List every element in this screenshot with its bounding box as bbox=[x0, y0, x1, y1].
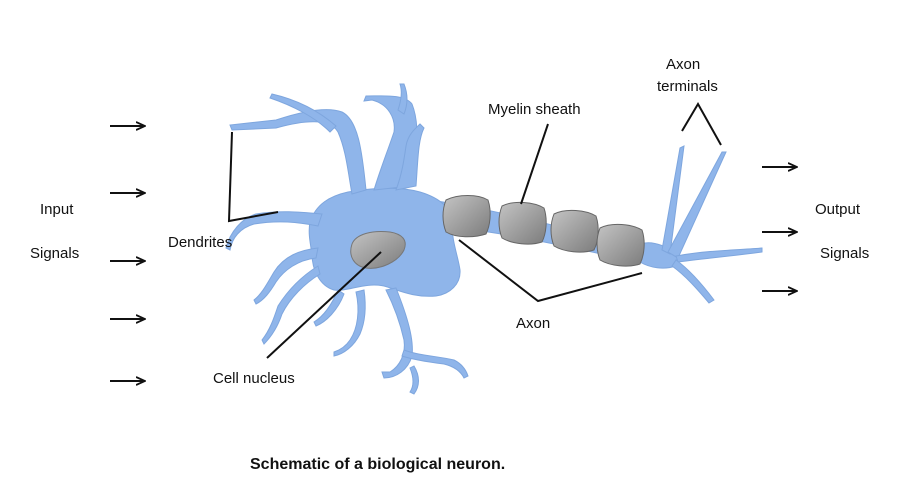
myelin-segment bbox=[596, 223, 645, 267]
axon-terminals-label-line2: terminals bbox=[657, 78, 718, 95]
myelin-sheath bbox=[442, 195, 645, 267]
dendrites-leader-line bbox=[227, 131, 279, 223]
dendrite bbox=[313, 289, 345, 327]
output-label: Output bbox=[815, 201, 861, 218]
input-arrows bbox=[110, 126, 145, 381]
myelin-sheath-label: Myelin sheath bbox=[488, 101, 581, 118]
axon-terminal-branch bbox=[661, 145, 685, 255]
output-arrows bbox=[762, 167, 797, 291]
myelin-segment bbox=[442, 195, 491, 238]
dendrite bbox=[381, 287, 413, 379]
axon-terminal-branch bbox=[675, 247, 763, 263]
dendrite bbox=[261, 265, 321, 345]
myelin-segment bbox=[498, 201, 547, 245]
dendrite bbox=[409, 365, 419, 395]
myelin-sheath-leader-line bbox=[520, 123, 549, 205]
cell-nucleus-label: Cell nucleus bbox=[213, 370, 295, 387]
dendrite bbox=[225, 211, 323, 251]
axon-terminal-branch bbox=[671, 259, 715, 304]
input-signals-label: Signals bbox=[30, 245, 80, 262]
dendrite bbox=[395, 123, 425, 191]
cell-nucleus bbox=[350, 231, 406, 269]
cell-nucleus-leader-line bbox=[266, 251, 382, 359]
input-label: Input bbox=[40, 201, 74, 218]
dendrite bbox=[269, 93, 337, 133]
dendrites-label: Dendrites bbox=[168, 234, 233, 251]
axon-leader-line bbox=[458, 239, 643, 303]
axon-terminals-leader-line bbox=[681, 101, 722, 146]
myelin-segment bbox=[550, 209, 599, 253]
axon-terminals-label-line1: Axon bbox=[666, 56, 701, 73]
dendrite bbox=[397, 83, 408, 115]
dendrite bbox=[229, 109, 367, 195]
output-signals-label: Signals bbox=[820, 245, 870, 262]
axon-label: Axon bbox=[516, 315, 551, 332]
dendrite bbox=[333, 289, 366, 357]
dendrite bbox=[401, 349, 469, 379]
dendrite bbox=[253, 247, 319, 305]
figure-caption: Schematic of a biological neuron. bbox=[250, 456, 506, 473]
axon-terminal-branch bbox=[667, 151, 727, 259]
leader-lines bbox=[227, 101, 722, 359]
